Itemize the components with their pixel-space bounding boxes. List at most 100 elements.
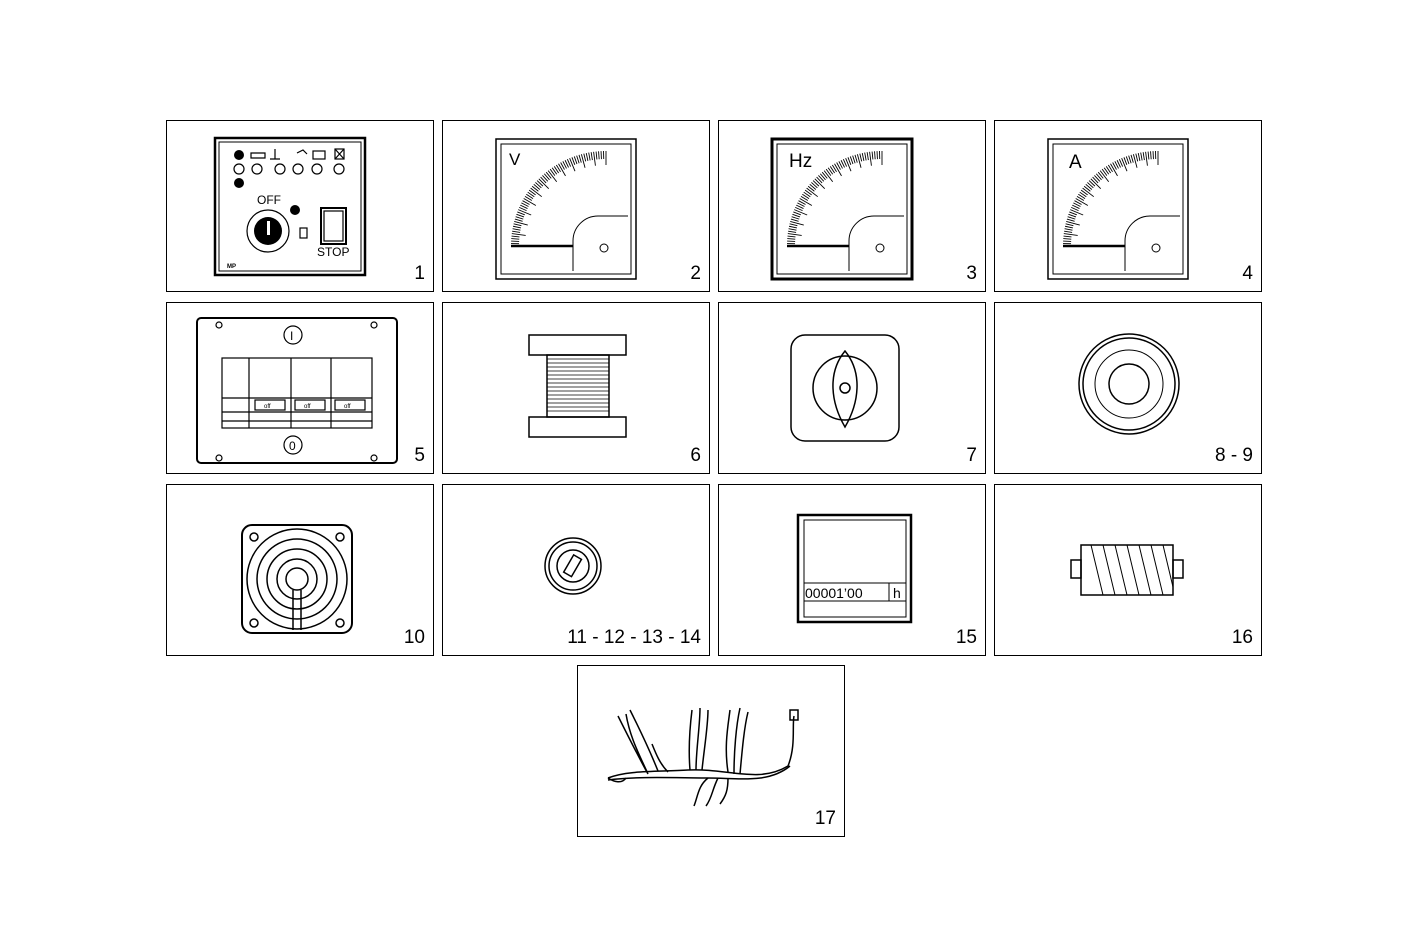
scale-tick: [562, 161, 567, 169]
scale-tick: [1079, 191, 1087, 198]
scale-tick: [1064, 225, 1073, 229]
part-number: 8 - 9: [1214, 445, 1253, 466]
rotary-switch-drawing: [790, 334, 900, 442]
scale-tick: [571, 157, 576, 165]
scale-tick: [792, 213, 801, 218]
scale-tick: [1103, 167, 1110, 175]
scale-tick: [1097, 171, 1104, 179]
scale-tick: [1080, 189, 1088, 196]
scale-tick: [516, 213, 525, 218]
scale-tick: [522, 200, 530, 205]
frequency-meter-drawing: Hz: [770, 137, 914, 281]
scale-tick: [569, 158, 576, 172]
scale-tick: [583, 153, 587, 162]
scale-tick: [787, 233, 802, 236]
scale-tick: [1083, 185, 1091, 192]
scale-tick: [1073, 202, 1081, 207]
scale-tick: [1068, 213, 1077, 218]
part-number: 7: [966, 445, 977, 466]
scale-tick: [806, 187, 819, 198]
scale-tick: [1107, 164, 1113, 173]
gauge-face: [770, 137, 914, 281]
scale-tick: [1088, 180, 1096, 187]
scale-tick: [1066, 220, 1080, 226]
scale-tick: [807, 185, 815, 192]
scale-tick: [793, 211, 801, 216]
scale-tick: [795, 206, 803, 212]
scale-tick: [1147, 151, 1150, 160]
unit-label: V: [509, 150, 521, 169]
panel-1-control-panel: OFF STOP MP 1: [166, 120, 434, 292]
scale-tick: [531, 185, 539, 192]
scale-tick: [1110, 163, 1118, 177]
scale-tick: [547, 170, 558, 183]
scale-tick: [1137, 152, 1141, 161]
scale-tick: [540, 176, 547, 184]
scale-tick: [511, 233, 526, 236]
scale-tick: [519, 206, 527, 212]
scale-tick: [871, 151, 874, 160]
voltmeter-drawing: V: [495, 138, 637, 280]
scale-tick: [1064, 228, 1073, 231]
scale-tick: [802, 193, 810, 199]
scale-tick: [538, 178, 550, 190]
off-label: OFF: [257, 193, 281, 207]
scale-tick: [859, 153, 863, 162]
part-number: 11 - 12 - 13 - 14: [567, 627, 701, 648]
brand-label: MP: [227, 264, 236, 270]
scale-tick: [818, 175, 825, 182]
scale-tick: [530, 187, 543, 198]
scale-tick: [796, 204, 804, 209]
scale-tick: [803, 191, 811, 198]
scale-tick: [545, 171, 552, 179]
scale-tick: [838, 161, 843, 169]
scale-tick: [555, 164, 561, 173]
scale-tick: [564, 160, 569, 168]
scale-tick: [1063, 235, 1072, 238]
panel-7-rotary-switch: 7: [718, 302, 986, 474]
scale-tick: [849, 156, 854, 165]
scale-tick: [1118, 159, 1124, 167]
scale-tick: [514, 218, 523, 222]
scale-tick: [845, 158, 852, 172]
scale-tick: [804, 189, 812, 196]
scale-tick: [1078, 193, 1086, 199]
scale-tick: [821, 171, 828, 179]
scale-tick: [580, 154, 586, 168]
scale-tick: [1090, 178, 1102, 190]
scale-tick: [827, 167, 834, 175]
scale-tick: [558, 163, 566, 177]
scale-tick: [536, 180, 544, 187]
scale-tick: [1116, 160, 1121, 168]
scale-tick: [1094, 175, 1101, 182]
scale-tick: [836, 162, 841, 170]
scale-tick: [1128, 155, 1132, 164]
scale-tick: [521, 202, 529, 207]
scale-tick: [553, 166, 559, 174]
scale-tick: [533, 183, 541, 190]
scale-tick: [1072, 204, 1080, 209]
scale-tick: [819, 173, 826, 181]
panel-2-voltmeter: V 2: [442, 120, 710, 292]
scale-tick: [1064, 230, 1073, 233]
part-number: 5: [414, 445, 425, 466]
part-number: 6: [690, 445, 701, 466]
scale-tick: [831, 164, 837, 173]
part-number: 2: [690, 263, 701, 284]
scale-tick: [814, 178, 826, 190]
part-number: 10: [403, 627, 425, 648]
scale-tick: [829, 166, 835, 174]
scale-tick: [1065, 223, 1074, 227]
panel-17-wiring-harness: 17: [577, 665, 845, 837]
scale-tick: [512, 225, 521, 229]
part-number: 4: [1242, 263, 1253, 284]
scale-tick: [794, 209, 808, 216]
unit-label: A: [1069, 152, 1082, 173]
panel-8-9-round-cap: 8 - 9: [994, 302, 1262, 474]
scale-tick: [1123, 157, 1128, 165]
scale-tick: [812, 180, 820, 187]
wiring-harness-drawing: [607, 707, 799, 807]
switch-label: off: [304, 404, 311, 410]
scale-tick: [1070, 209, 1084, 216]
scale-tick: [511, 235, 520, 238]
